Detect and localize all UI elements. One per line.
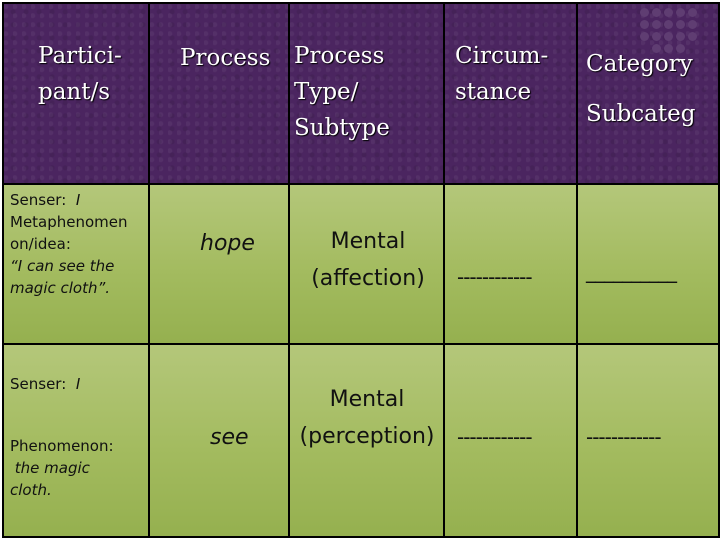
category-text: ------------ [586, 425, 662, 450]
header-process-cell: Process [148, 2, 290, 185]
header-circumstance: Circum- stance [455, 43, 549, 105]
header-participant-cell: Partici- pant/s [2, 2, 150, 185]
header-subcategory: Subcateg [586, 101, 696, 127]
category-cell: __________ [576, 182, 720, 346]
process-text: hope [200, 230, 255, 256]
header-process-type: Process Type/ Subtype [294, 43, 390, 141]
header-category: Category [586, 51, 693, 77]
process-type-text: Mental (affection) [311, 228, 425, 291]
participant-phenomenon-text: Phenomenon: the magic cloth. [10, 437, 114, 500]
participant-text: Senser: I Metaphenomen on/idea: “I can s… [10, 190, 128, 297]
category-cell: ------------ [576, 343, 720, 538]
header-participant: Partici- pant/s [38, 43, 122, 105]
header-row: Partici- pant/s Process Process Type/ Su… [2, 2, 720, 185]
participant-text: Senser: I [10, 375, 81, 394]
process-cell: see [148, 343, 290, 538]
participant-cell: Senser: I Metaphenomen on/idea: “I can s… [2, 182, 150, 346]
header-process: Process [180, 45, 271, 71]
table-row: Senser: I Metaphenomen on/idea: “I can s… [2, 182, 720, 346]
circumstance-cell: ------------ [443, 343, 578, 538]
process-type-cell: Mental (perception) [288, 343, 445, 538]
category-text: __________ [586, 258, 677, 283]
process-type-cell: Mental (affection) [288, 182, 445, 346]
header-process-type-cell: Process Type/ Subtype [288, 2, 445, 185]
circumstance-cell: ------------ [443, 182, 578, 346]
circumstance-text: ------------ [457, 264, 533, 289]
participant-cell: Senser: I Phenomenon: the magic cloth. [2, 343, 150, 538]
decorative-dots [640, 8, 712, 58]
process-text: see [210, 425, 249, 451]
table-row: Senser: I Phenomenon: the magic cloth. s… [2, 343, 720, 538]
process-cell: hope [148, 182, 290, 346]
process-type-text: Mental (perception) [299, 387, 435, 450]
circumstance-text: ------------ [457, 425, 533, 450]
header-circumstance-cell: Circum- stance [443, 2, 578, 185]
